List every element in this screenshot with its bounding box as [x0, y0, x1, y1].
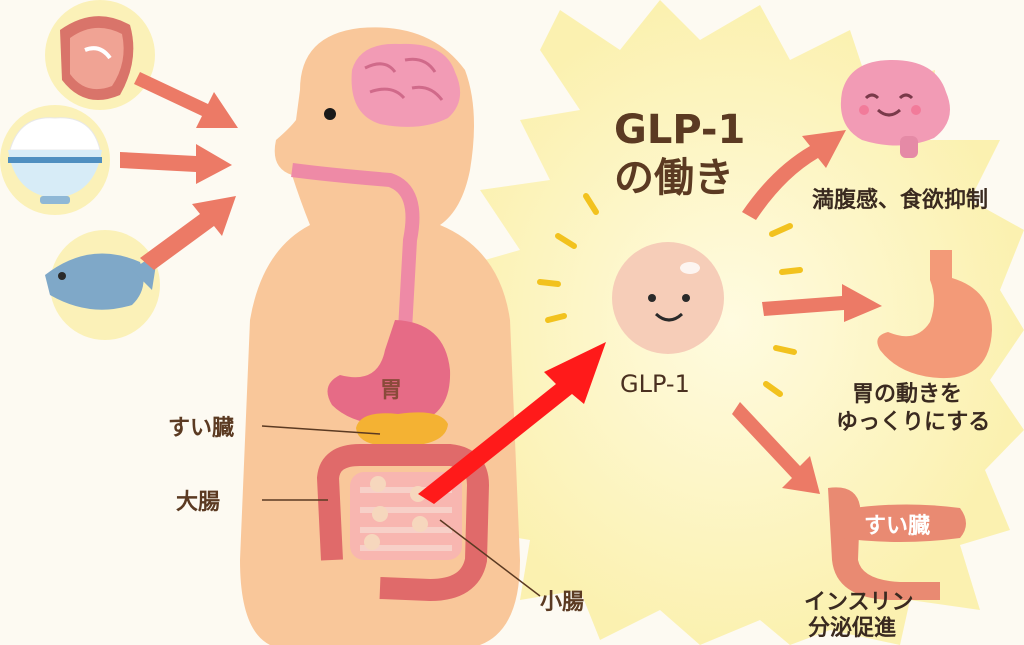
- glp1-release-arrow: [418, 342, 606, 504]
- brain-organ: [351, 43, 461, 127]
- rice-bowl-icon: [0, 105, 110, 215]
- pancreas-organ: [356, 412, 448, 447]
- glp1-caption: GLP-1: [620, 370, 690, 398]
- fish-icon: [45, 230, 160, 340]
- effect-arrows: [732, 130, 882, 494]
- food-arrow-2: [120, 144, 232, 184]
- effect-arrow-satiety: [742, 130, 846, 220]
- effect-arrow-pancreas: [732, 402, 820, 494]
- sparkle-dashes: [537, 193, 803, 397]
- glp1-character: [612, 242, 724, 354]
- gastric-effect-line-2: ゆっくりにする: [836, 410, 991, 435]
- happy-brain-icon: [840, 60, 950, 158]
- pancreas-effect-icon: [828, 487, 966, 600]
- insulin-effect-line-2: 分泌促進: [808, 616, 897, 641]
- title-line-1: GLP-1: [614, 107, 746, 153]
- stomach-effect-icon: [877, 250, 992, 379]
- stomach-label: 胃: [380, 378, 403, 403]
- satiety-effect-label: 満腹感、食欲抑制: [812, 188, 989, 213]
- gastric-effect-line-1: 胃の動きを: [852, 382, 963, 407]
- food-arrow-1: [134, 72, 238, 128]
- meat-icon: [45, 0, 155, 110]
- pancreas-label: すい臓: [168, 416, 235, 441]
- food-arrows: [120, 72, 238, 270]
- effect-arrow-gastric: [762, 284, 882, 322]
- starburst-background: [440, 0, 1024, 645]
- stomach-organ: [327, 320, 451, 426]
- large-intestine-label: 大腸: [176, 490, 221, 515]
- title-line-2: の働き: [614, 155, 734, 201]
- pancreas-effect-label: すい臓: [864, 514, 931, 539]
- food-arrow-3: [140, 196, 236, 270]
- human-body: [240, 27, 520, 645]
- insulin-effect-line-1: インスリン: [804, 590, 914, 615]
- small-intestine-label: 小腸: [540, 590, 585, 615]
- leader-lines: [261, 425, 541, 597]
